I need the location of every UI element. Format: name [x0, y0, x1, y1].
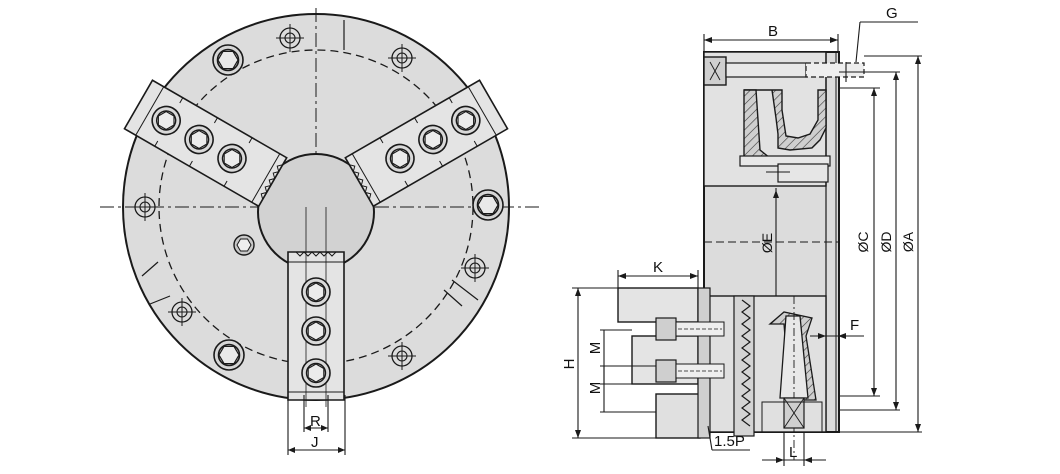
jaw-upper-right — [344, 79, 509, 208]
label-pitch: 1.5P — [714, 433, 745, 450]
side-view: ØE — [561, 5, 922, 466]
lower-section-cut — [761, 296, 823, 460]
dim-h-m — [572, 287, 656, 439]
dim-l — [762, 432, 826, 466]
mounting-bolt-icon — [212, 44, 244, 76]
label-m-upper: M — [587, 342, 604, 355]
dim-r-j — [287, 395, 346, 455]
label-j: J — [311, 434, 319, 451]
dim-diameters — [839, 55, 922, 433]
hex-socket-icon — [233, 234, 255, 256]
label-l: L — [789, 444, 797, 461]
label-k: K — [653, 259, 663, 276]
label-m-lower: M — [587, 382, 604, 395]
mounting-bolt-icon — [213, 339, 245, 371]
dim-b — [703, 34, 839, 52]
label-g: G — [886, 5, 898, 22]
label-r: R — [310, 413, 321, 430]
label-dia-c: ØC — [855, 232, 871, 253]
label-f: F — [850, 317, 859, 334]
dim-k — [617, 270, 699, 288]
label-h: H — [561, 359, 578, 370]
jaw-bolt-icon — [301, 358, 331, 388]
radial-ticks — [141, 20, 479, 307]
jaw-upper-left — [123, 79, 288, 208]
jaw-bolt-icon — [301, 316, 331, 346]
jaw-bolt-icon — [301, 277, 331, 307]
mounting-screw — [703, 56, 865, 86]
label-dia-a: ØA — [900, 231, 916, 252]
upper-section-cut — [739, 89, 831, 183]
front-view: R J — [100, 8, 540, 455]
label-dia-d: ØD — [878, 232, 894, 253]
label-dia-e: ØE — [759, 233, 775, 253]
mounting-bolt-icon — [472, 189, 504, 221]
lower-jaw-side — [617, 287, 725, 439]
dim-pitch — [707, 425, 750, 451]
label-b: B — [768, 23, 778, 40]
serration-column — [733, 295, 755, 437]
